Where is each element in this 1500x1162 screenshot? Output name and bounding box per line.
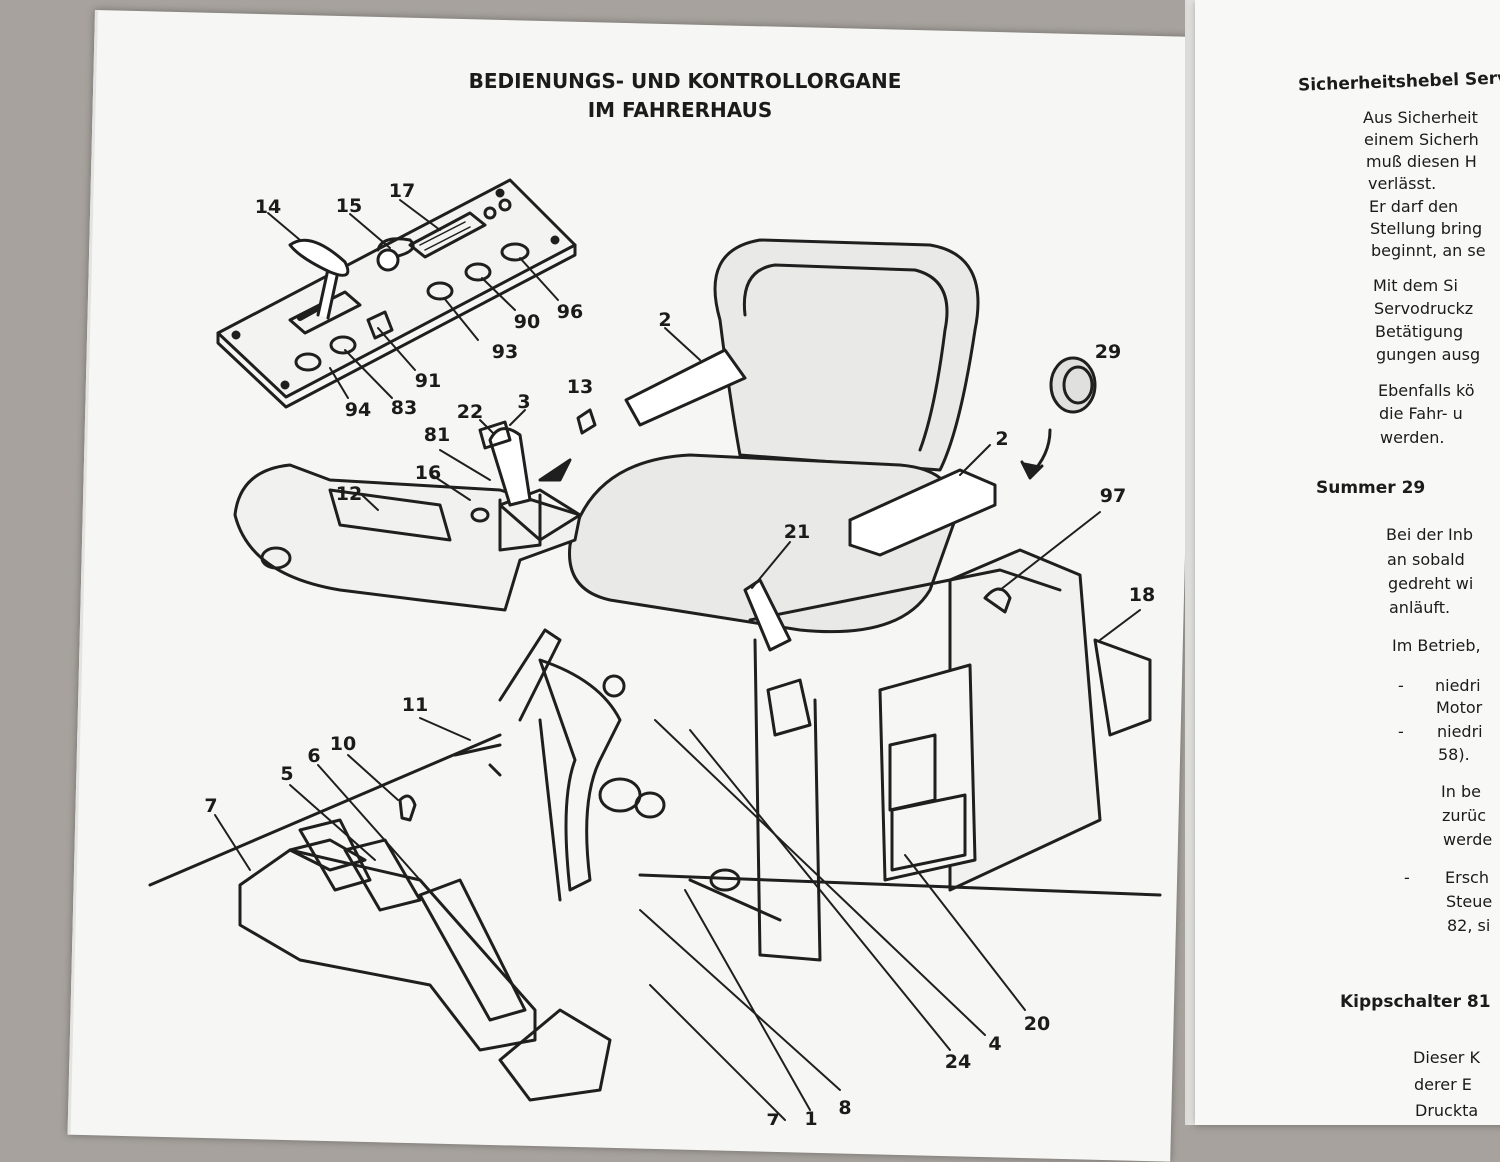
right-text-line: anläuft. xyxy=(1389,598,1451,617)
right-text-line: Steue xyxy=(1446,892,1493,911)
callout-10: 10 xyxy=(330,733,356,755)
callout-90: 90 xyxy=(514,311,540,333)
right-bullet-dash: - xyxy=(1404,868,1410,887)
callout-83: 83 xyxy=(391,397,417,419)
diagram-title-line2: IM FAHRERHAUS xyxy=(588,98,773,122)
manual-right-page xyxy=(1195,0,1500,1125)
cab-diagram: BEDIENUNGS- UND KONTROLLORGANE IM FAHRER… xyxy=(148,69,1162,1125)
right-text-line: beginnt, an se xyxy=(1371,241,1486,260)
right-text-line: an sobald xyxy=(1387,550,1465,569)
right-text-line: Er darf den xyxy=(1369,197,1459,216)
callout-leaders xyxy=(214,199,1141,1121)
right-text-line: niedri xyxy=(1437,722,1483,741)
diagram-title-line1: BEDIENUNGS- UND KONTROLLORGANE xyxy=(469,69,902,93)
right-text-line: niedri xyxy=(1435,676,1481,695)
seat-drawing xyxy=(568,238,997,634)
callout-97: 97 xyxy=(1100,485,1126,507)
right-text-line: Druckta xyxy=(1415,1101,1479,1120)
callout-11: 11 xyxy=(402,694,428,716)
right-text-line: derer E xyxy=(1414,1075,1472,1094)
callout-29: 29 xyxy=(1095,341,1121,363)
right-text-line: Servodruckz xyxy=(1374,299,1474,318)
callout-22: 22 xyxy=(457,401,483,423)
buzzer-drawing xyxy=(1020,356,1097,480)
callout-94: 94 xyxy=(345,399,371,421)
right-bullet-dash: - xyxy=(1398,676,1404,695)
right-heading-kippschalter: Kippschalter 81 xyxy=(1340,992,1491,1012)
right-text-line: Mit dem Si xyxy=(1373,276,1458,295)
right-text-line: muß diesen H xyxy=(1366,152,1477,171)
control-panel-drawing xyxy=(216,178,577,409)
callout-24: 24 xyxy=(945,1051,971,1073)
right-bullet-dash: - xyxy=(1398,722,1404,741)
right-text-line: Ebenfalls kö xyxy=(1378,381,1475,400)
callout-91: 91 xyxy=(415,370,441,392)
right-text-line: Im Betrieb, xyxy=(1392,636,1481,655)
right-text-line: gedreht wi xyxy=(1388,574,1474,593)
right-text-line: Aus Sicherheit xyxy=(1363,108,1478,127)
callout-7-lever: 7 xyxy=(766,1110,779,1125)
callout-16: 16 xyxy=(415,462,441,484)
callout-15: 15 xyxy=(336,195,362,217)
callout-12: 12 xyxy=(336,483,362,505)
callout-14: 14 xyxy=(255,196,281,218)
callout-5: 5 xyxy=(280,763,293,785)
right-text-line: einem Sicherh xyxy=(1364,130,1479,149)
right-text-line: Ersch xyxy=(1445,868,1489,887)
callout-18: 18 xyxy=(1129,584,1155,606)
callout-1: 1 xyxy=(804,1108,817,1125)
right-text-line: werden. xyxy=(1380,428,1445,447)
callout-7-pedal: 7 xyxy=(204,795,217,817)
callout-96: 96 xyxy=(557,301,583,323)
right-console-drawing xyxy=(743,548,1152,962)
right-text-line: 82, si xyxy=(1447,916,1491,935)
left-console-drawing xyxy=(233,408,597,612)
callout-81: 81 xyxy=(424,424,450,446)
callout-4: 4 xyxy=(988,1033,1001,1055)
right-text-line: Dieser K xyxy=(1413,1048,1480,1067)
callout-17: 17 xyxy=(389,180,415,202)
right-text-line: zurüc xyxy=(1442,806,1487,825)
callout-8: 8 xyxy=(838,1097,851,1119)
callout-21: 21 xyxy=(784,521,810,543)
callout-6: 6 xyxy=(307,745,320,767)
right-text-line: verlässt. xyxy=(1368,174,1437,193)
callout-13: 13 xyxy=(567,376,593,398)
right-text-line: Bei der Inb xyxy=(1386,525,1474,544)
callout-2-armrest: 2 xyxy=(995,428,1008,450)
right-text-line: 58). xyxy=(1438,745,1470,764)
right-heading-summer: Summer 29 xyxy=(1316,478,1426,498)
right-text-line: gungen ausg xyxy=(1376,345,1481,364)
right-text-line: Stellung bring xyxy=(1370,219,1483,238)
callout-93: 93 xyxy=(492,341,518,363)
callout-20: 20 xyxy=(1024,1013,1050,1035)
callout-3: 3 xyxy=(517,391,530,413)
right-text-line: Motor xyxy=(1436,698,1483,717)
right-text-line: Betätigung xyxy=(1375,322,1464,341)
callout-2-backrest: 2 xyxy=(658,309,671,331)
floor-pedals-drawing xyxy=(148,628,1162,1102)
right-text-line: die Fahr- u xyxy=(1379,404,1463,423)
right-text-line: werde xyxy=(1443,830,1493,849)
right-text-line: In be xyxy=(1441,782,1481,801)
